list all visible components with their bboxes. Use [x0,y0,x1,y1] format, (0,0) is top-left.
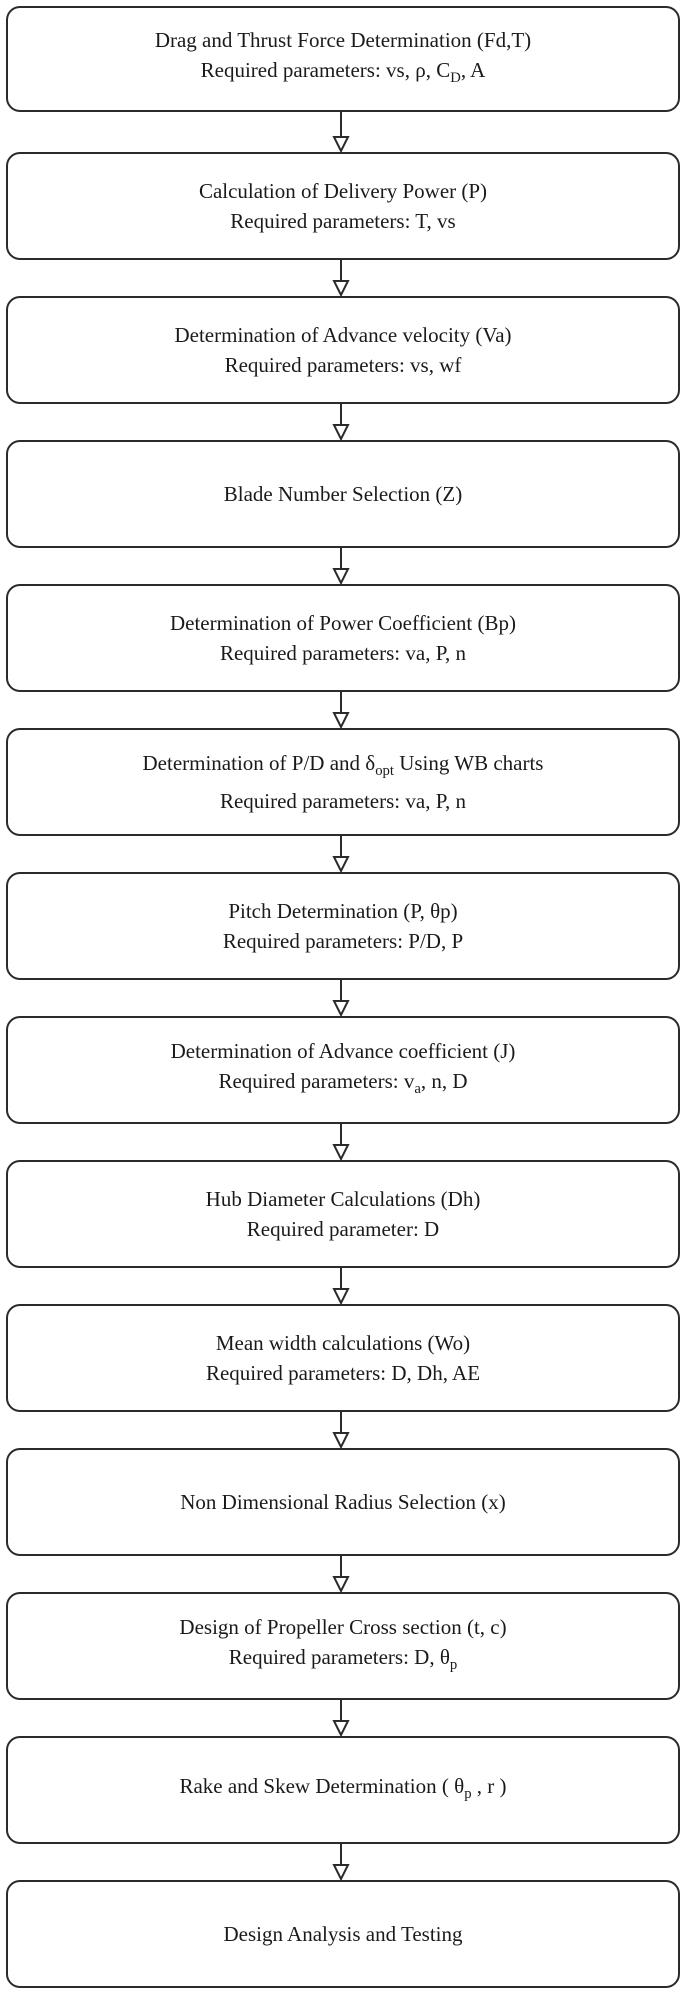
step-blade-number: Blade Number Selection (Z) [6,440,680,548]
arrow-6 [332,836,350,874]
arrow-1 [332,112,350,154]
step-params: Required parameters: P/D, P [222,929,464,953]
step-mean-width: Mean width calculations (Wo) Required pa… [6,1304,680,1412]
step-title: Pitch Determination (P, θp) [228,899,458,923]
step-params: Required parameters: va, P, n [219,641,467,665]
step-params: Required parameter: D [246,1217,440,1241]
step-pitch: Pitch Determination (P, θp) Required par… [6,872,680,980]
step-params: Required parameters: D, θp [228,1644,458,1674]
step-rake-skew: Rake and Skew Determination ( θp , r ) [6,1736,680,1844]
step-title: Determination of P/D and δopt Using WB c… [142,750,544,780]
step-hub-diameter: Hub Diameter Calculations (Dh) Required … [6,1160,680,1268]
step-title: Determination of Advance coefficient (J) [170,1038,516,1063]
arrow-5 [332,692,350,730]
step-title: Blade Number Selection (Z) [223,482,463,506]
step-delivery-power: Calculation of Delivery Power (P) Requir… [6,152,680,260]
step-pd-wb-charts: Determination of P/D and δopt Using WB c… [6,728,680,836]
arrow-4 [332,548,350,586]
step-drag-thrust: Drag and Thrust Force Determination (Fd,… [6,6,680,112]
step-power-coefficient: Determination of Power Coefficient (Bp) … [6,584,680,692]
step-title: Calculation of Delivery Power (P) [198,179,488,203]
step-params: Required parameters: vs, wf [224,353,462,377]
arrow-7 [332,980,350,1018]
arrow-2 [332,260,350,298]
step-title: Rake and Skew Determination ( θp , r ) [179,1773,507,1803]
step-params: Required parameters: D, Dh, AE [205,1361,481,1385]
step-params: Required parameters: va, n, D [218,1068,468,1098]
step-params: Required parameters: va, P, n [219,789,467,814]
step-title: Mean width calculations (Wo) [215,1331,471,1355]
step-title: Design of Propeller Cross section (t, c) [179,1614,507,1639]
arrow-10 [332,1412,350,1450]
arrow-12 [332,1700,350,1738]
arrow-13 [332,1844,350,1882]
arrow-11 [332,1556,350,1594]
step-analysis-testing: Design Analysis and Testing [6,1880,680,1988]
step-params: Required parameters: T, vs [230,209,456,233]
step-advance-velocity: Determination of Advance velocity (Va) R… [6,296,680,404]
step-radius-selection: Non Dimensional Radius Selection (x) [6,1448,680,1556]
step-title: Determination of Advance velocity (Va) [174,323,512,347]
step-title: Non Dimensional Radius Selection (x) [180,1490,506,1514]
arrow-3 [332,404,350,442]
step-params: Required parameters: vs, ρ, CD, A [200,57,486,87]
step-title: Determination of Power Coefficient (Bp) [169,611,517,635]
arrow-9 [332,1268,350,1306]
step-title: Design Analysis and Testing [223,1922,463,1946]
step-cross-section: Design of Propeller Cross section (t, c)… [6,1592,680,1700]
step-title: Hub Diameter Calculations (Dh) [205,1187,481,1211]
step-title: Drag and Thrust Force Determination (Fd,… [154,27,532,52]
step-advance-coefficient: Determination of Advance coefficient (J)… [6,1016,680,1124]
arrow-8 [332,1124,350,1162]
